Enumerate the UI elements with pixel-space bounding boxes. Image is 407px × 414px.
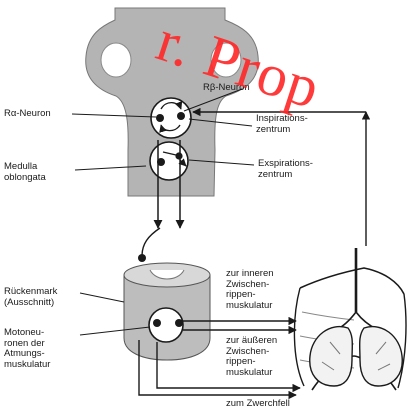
label-motor-line4: muskulatur	[4, 360, 50, 371]
label-r-alpha-neuron: Rα-Neuron	[4, 109, 51, 120]
expiration-center	[150, 142, 188, 180]
label-inner-line3: rippen-	[226, 290, 274, 301]
label-spinal-line1: Rückenmark	[4, 287, 57, 298]
label-outer-line4: muskulatur	[226, 368, 277, 379]
label-medulla-line1: Medulla	[4, 162, 46, 173]
label-diaphragm: zum Zwerchfell	[226, 399, 290, 410]
label-inner-line4: muskulatur	[226, 301, 274, 312]
label-motoneurons: Motoneu- ronen der Atmungs- muskulatur	[4, 328, 50, 370]
inspiration-center	[151, 98, 191, 138]
label-outer-line1: zur äußeren	[226, 336, 277, 347]
label-inspiration-line2: zentrum	[256, 125, 308, 136]
brainstem-hole-left	[101, 43, 131, 77]
label-outer-line3: rippen-	[226, 357, 277, 368]
label-medulla-oblongata: Medulla oblongata	[4, 162, 46, 183]
label-inner-intercostal: zur inneren Zwischen- rippen- muskulatur	[226, 269, 274, 311]
label-expiration-line2: zentrum	[258, 170, 313, 181]
label-outer-intercostal: zur äußeren Zwischen- rippen- muskulatur	[226, 336, 277, 378]
label-expiration-line1: Exspirations-	[258, 159, 313, 170]
label-motor-line3: Atmungs-	[4, 349, 50, 360]
label-expiration-center: Exspirations- zentrum	[258, 159, 313, 180]
r-alpha-neuron-dot	[156, 114, 164, 122]
label-spinal-cord: Rückenmark (Ausschnitt)	[4, 287, 57, 308]
spinal-cord-section	[124, 254, 210, 360]
label-inner-line1: zur inneren	[226, 269, 274, 280]
lungs-illustration	[294, 248, 406, 390]
label-medulla-line2: oblongata	[4, 173, 46, 184]
label-motor-line1: Motoneu-	[4, 328, 50, 339]
r-beta-neuron-dot	[177, 112, 185, 120]
label-spinal-line2: (Ausschnitt)	[4, 298, 57, 309]
